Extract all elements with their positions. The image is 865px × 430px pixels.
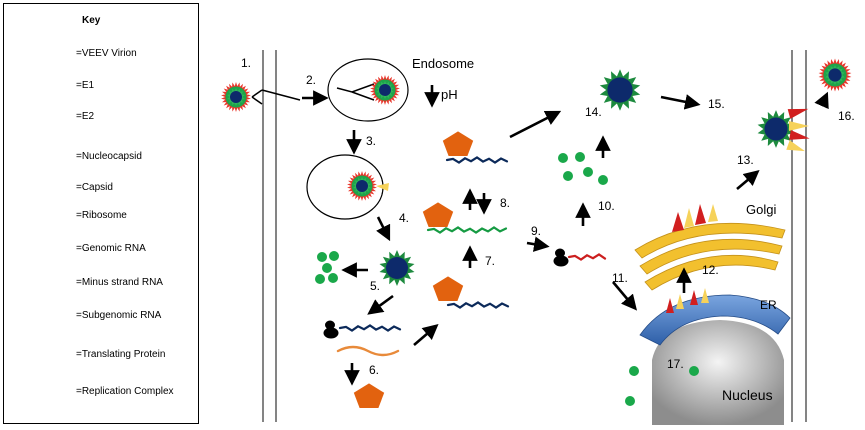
arrow-16: [814, 91, 829, 110]
ph-label: pH: [441, 87, 458, 102]
nucleus: [652, 320, 784, 425]
endosome-label: Endosome: [412, 56, 475, 71]
released-virion: [818, 58, 852, 92]
nuclear-capsid-2: [689, 366, 699, 376]
budding-e2-2: [789, 130, 810, 140]
arrow-to-rna: [413, 323, 439, 346]
capsid-f: [558, 153, 568, 163]
assembled-nucleocapsid: [599, 69, 641, 111]
capsid-g: [575, 152, 585, 162]
endosome-1: [327, 58, 409, 122]
legend-label: =Minus strand RNA: [76, 277, 163, 288]
incoming-virion: [221, 82, 251, 112]
step-label-13: 13.: [737, 153, 754, 167]
capsid-a: [317, 252, 327, 262]
er-glycoproteins: [666, 288, 709, 313]
capsid-i: [583, 167, 593, 177]
legend-label: =E1: [76, 80, 95, 91]
genomic-rna-3: [445, 156, 509, 164]
genomic-rna-2: [446, 301, 510, 309]
step-label-11: 11.: [612, 271, 628, 285]
nuclear-capsid-3: [625, 396, 635, 406]
legend-label: =VEEV Virion: [76, 48, 137, 59]
arrow-13: [736, 169, 760, 190]
replication-complex-4: [442, 131, 474, 156]
receptor-2: [336, 83, 375, 101]
legend-label: =Translating Protein: [76, 349, 166, 360]
step-label-4: 4.: [399, 211, 410, 225]
arrow-5b: [367, 294, 394, 315]
e1-fusion-spike: [376, 183, 389, 191]
step-label-7: 7.: [485, 254, 496, 268]
genomic-rna-1: [338, 324, 402, 332]
step-label-3: 3.: [366, 134, 377, 148]
legend-label: =Nucleocapsid: [76, 151, 142, 162]
arrows: [302, 85, 829, 386]
step-label-9: 9.: [531, 224, 542, 238]
translating-protein-1: [336, 345, 400, 357]
golgi-glycoproteins: [672, 204, 718, 232]
capsid-d: [315, 274, 325, 284]
replication-complex-1: [353, 383, 385, 408]
legend-label: =Subgenomic RNA: [76, 310, 162, 321]
step-label-2: 2.: [306, 73, 317, 87]
capsid-e: [328, 273, 338, 283]
legend-label: =Replication Complex: [76, 386, 174, 397]
legend-box: Key =VEEV Virion =E1 =E2 =Nucleocapsid =Caps…: [3, 3, 199, 424]
step-label-12: 12.: [702, 263, 719, 277]
step-label-16: 16.: [838, 109, 855, 123]
budding-e1-2: [786, 140, 805, 152]
replication-complex-3: [422, 202, 454, 227]
ribosome-1: [323, 320, 339, 339]
endosome-virion: [370, 75, 400, 105]
legend-label: =Genomic RNA: [76, 243, 146, 254]
step-label-5: 5.: [370, 279, 381, 293]
er-label: ER: [760, 298, 777, 312]
legend-label: =E2: [76, 111, 95, 122]
arrow-4: [376, 216, 391, 242]
golgi-label: Golgi: [746, 202, 777, 217]
replication-complex-2: [432, 276, 464, 301]
step-label-15: 15.: [708, 97, 725, 111]
plasma-membrane-right: [791, 50, 807, 422]
arrow-15: [660, 94, 701, 110]
budding-e1-1: [789, 121, 809, 131]
step-label-14: 14.: [585, 105, 602, 119]
step-label-6: 6.: [369, 363, 380, 377]
capsid-c: [322, 263, 332, 273]
step-label-17: 17.: [667, 357, 684, 371]
capsid-h: [563, 171, 573, 181]
legend-label: =Capsid: [76, 182, 113, 193]
subgenomic-rna: [567, 253, 607, 261]
plasma-membrane-left: [262, 50, 277, 422]
step-label-10: 10.: [598, 199, 615, 213]
minus-strand-rna: [426, 226, 508, 234]
ribosome-2: [553, 248, 569, 267]
arrow-9: [526, 236, 550, 252]
step-label-8: 8.: [500, 196, 511, 210]
uncoating-virion: [347, 171, 377, 201]
legend-label: =Ribosome: [76, 210, 127, 221]
arrow-to-14: [509, 110, 562, 139]
budding-e2-1: [787, 108, 809, 119]
golgi: [634, 222, 786, 291]
nucleus-label: Nucleus: [722, 387, 773, 403]
budding-nucleocapsid: [757, 110, 795, 148]
arrow-11: [612, 281, 638, 311]
capsid-b: [329, 251, 339, 261]
receptor-1: [251, 89, 301, 105]
legend-title: Key: [82, 15, 101, 26]
released-nucleocapsid: [379, 250, 415, 286]
step-label-1: 1.: [241, 56, 252, 70]
nuclear-capsid-1: [629, 366, 639, 376]
capsid-j: [598, 175, 608, 185]
